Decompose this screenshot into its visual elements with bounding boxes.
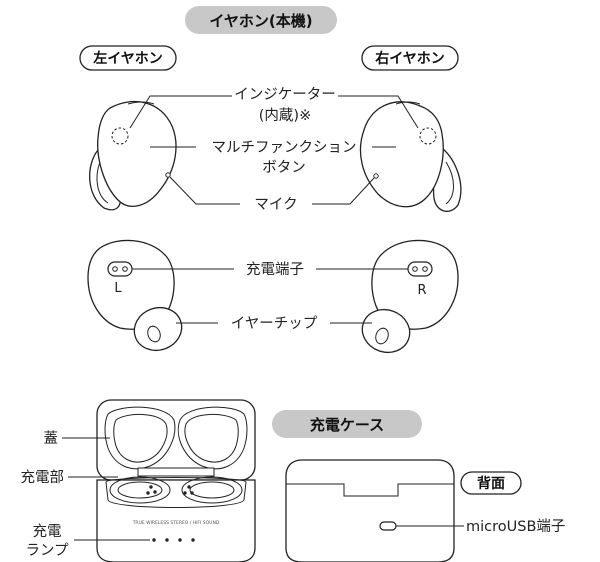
mic-label: マイク (254, 196, 297, 213)
charging-lamp-label-2: ランプ (25, 542, 69, 559)
case-print-text: TRUE WIRELESS STEREO / HIFI SOUND (132, 520, 220, 526)
left-earphone-back: L (87, 239, 183, 352)
right-earphone-back: R (361, 239, 459, 354)
left-mark: L (114, 281, 122, 296)
left-earphone-label-text: 左イヤホン (92, 50, 163, 67)
multifunction-label: マルチファンクション (212, 139, 357, 156)
charging-case-back (285, 459, 455, 562)
right-earphone-front (359, 101, 462, 212)
right-earphone-label-text: 右イヤホン (374, 50, 445, 67)
case-title: 充電ケース (310, 416, 384, 434)
eartip-label: イヤーチップ (231, 315, 318, 332)
lid-label: 蓋 (44, 430, 59, 447)
charging-case-open: TRUE WIRELESS STEREO / HIFI SOUND (96, 399, 256, 562)
usb-port-label: microUSB端子 (466, 518, 565, 535)
left-earphone-label: 左イヤホン (79, 45, 177, 71)
charging-lamp-label: 充電 (33, 523, 62, 540)
right-earphone-label: 右イヤホン (361, 45, 459, 71)
case-title-pill: 充電ケース (272, 410, 422, 438)
right-mark: R (417, 283, 426, 298)
multifunction-label-2: ボタン (262, 159, 306, 176)
charging-terminal-label: 充電端子 (246, 261, 304, 278)
charging-section-label: 充電部 (21, 469, 65, 486)
earphone-title-pill: イヤホン(本機) (185, 6, 337, 34)
indicator-note: (内蔵)※ (259, 107, 311, 124)
left-earphone-front (88, 101, 177, 211)
back-label: 背面 (460, 471, 522, 495)
earphone-title: イヤホン(本機) (209, 12, 312, 30)
indicator-label: インジケーター (234, 86, 336, 103)
back-label-text: 背面 (477, 475, 505, 492)
